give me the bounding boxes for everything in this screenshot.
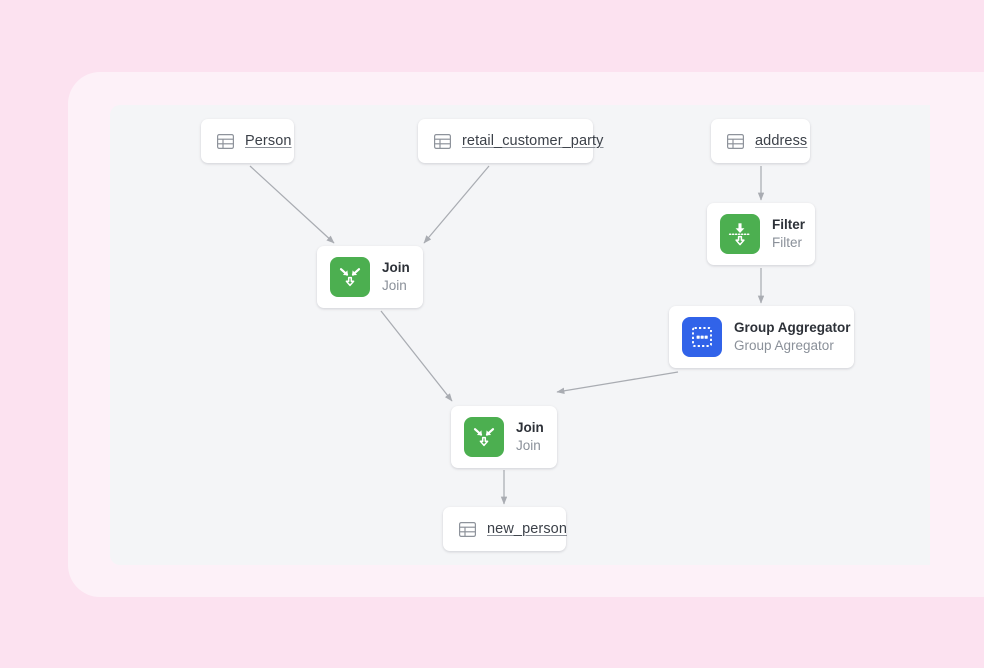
node-join-upper-title: Join [382,260,410,276]
node-join-lower[interactable]: Join Join [451,406,557,468]
node-group-aggregator-title: Group Aggregator [734,320,851,336]
node-join-upper-text: Join Join [382,260,410,293]
node-join-lower-subtitle: Join [516,438,541,453]
node-address[interactable]: address [711,119,810,163]
table-icon [459,521,476,537]
node-retail-customer-party-label: retail_customer_party [462,133,604,149]
node-join-upper[interactable]: Join Join [317,246,423,308]
join-icon [464,417,504,457]
node-filter-subtitle: Filter [772,235,802,250]
group-aggregator-icon [682,317,722,357]
node-group-aggregator-subtitle: Group Agregator [734,338,834,353]
node-address-label: address [755,133,808,149]
table-icon [727,133,744,149]
node-person-label: Person [245,133,292,149]
node-person[interactable]: Person [201,119,294,163]
node-new-person-label: new_person [487,521,567,537]
node-retail-customer-party[interactable]: retail_customer_party [418,119,603,163]
node-join-upper-subtitle: Join [382,278,407,293]
join-icon [330,257,370,297]
table-icon [217,133,234,149]
node-join-lower-title: Join [516,420,544,436]
node-filter[interactable]: Filter Filter [707,203,815,265]
node-group-aggregator-text: Group Aggregator Group Agregator [734,320,851,353]
node-join-lower-text: Join Join [516,420,544,453]
node-group-aggregator[interactable]: Group Aggregator Group Agregator [669,306,854,368]
table-icon [434,133,451,149]
filter-icon [720,214,760,254]
node-new-person[interactable]: new_person [443,507,567,551]
node-filter-title: Filter [772,217,806,233]
node-filter-text: Filter Filter [772,217,805,250]
